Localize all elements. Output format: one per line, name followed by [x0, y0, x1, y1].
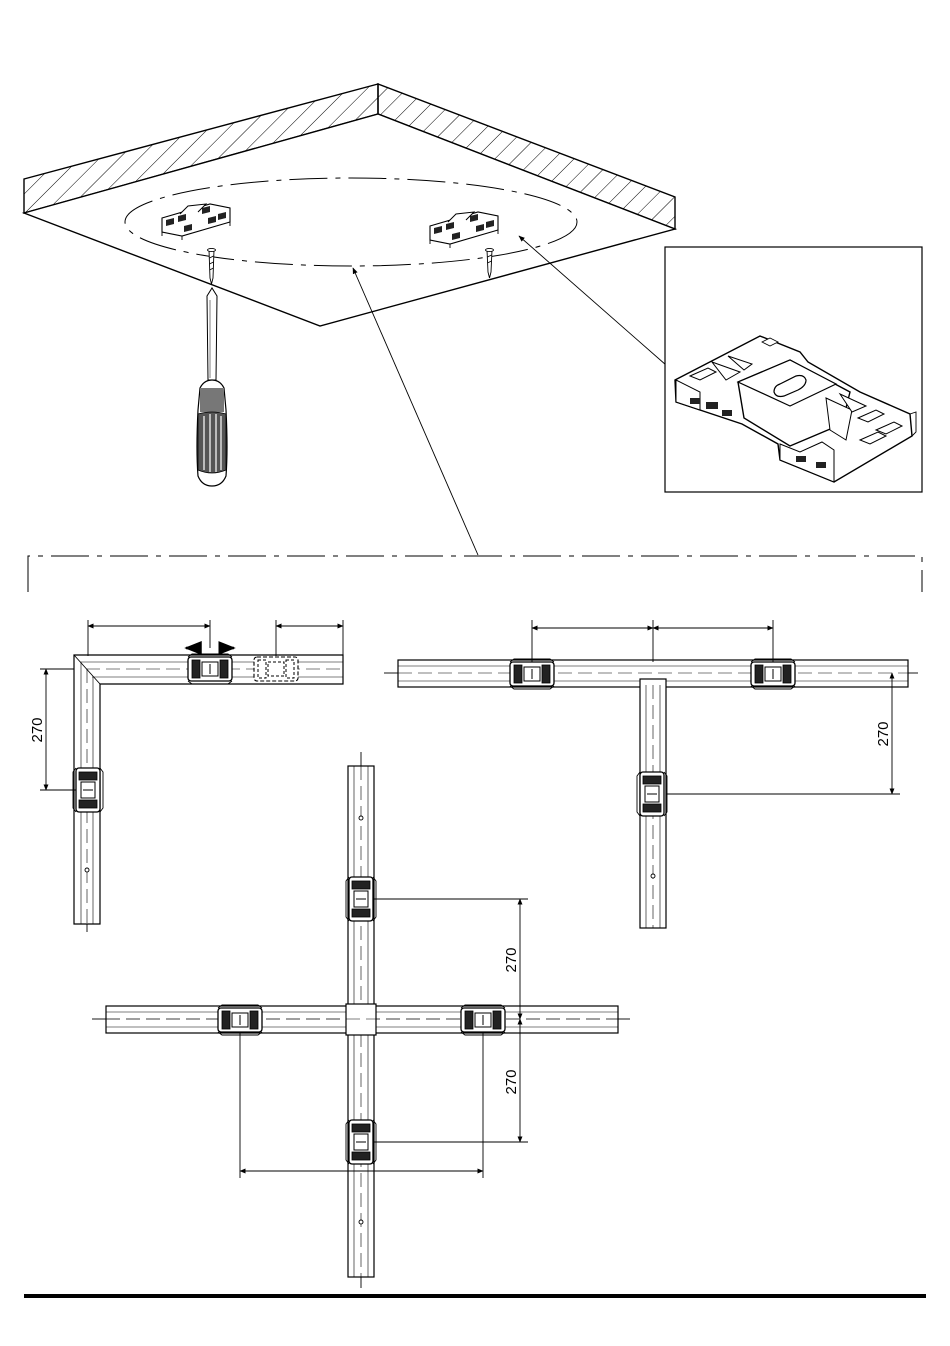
tee-clip-right — [751, 659, 795, 689]
dimension-label: 270 — [29, 717, 46, 742]
dimension-label: 270 — [503, 1069, 520, 1094]
corner-layout: 270 — [29, 620, 343, 932]
screwdriver-icon — [197, 288, 227, 486]
cross-layout: 270 270 — [92, 752, 630, 1288]
leader-line — [519, 236, 666, 365]
leader-line — [353, 268, 478, 555]
cross-clip-right — [461, 1005, 505, 1035]
tee-layout: 270 — [384, 620, 918, 928]
cross-clip-top — [346, 877, 376, 921]
ceiling-panel — [24, 84, 675, 326]
corner-clip-top — [188, 654, 232, 684]
cross-clip-bottom — [346, 1120, 376, 1164]
dimension-label: 270 — [875, 721, 892, 746]
tee-clip-stem — [637, 772, 667, 816]
clip-detail-box — [665, 247, 922, 492]
dimension-label: 270 — [503, 947, 520, 972]
cross-clip-left — [218, 1005, 262, 1035]
corner-clip-ghost — [254, 657, 298, 681]
corner-clip-side — [73, 768, 103, 812]
tee-clip-left — [510, 659, 554, 689]
page-footer-rule — [24, 1294, 926, 1298]
section-bracket — [28, 556, 922, 592]
